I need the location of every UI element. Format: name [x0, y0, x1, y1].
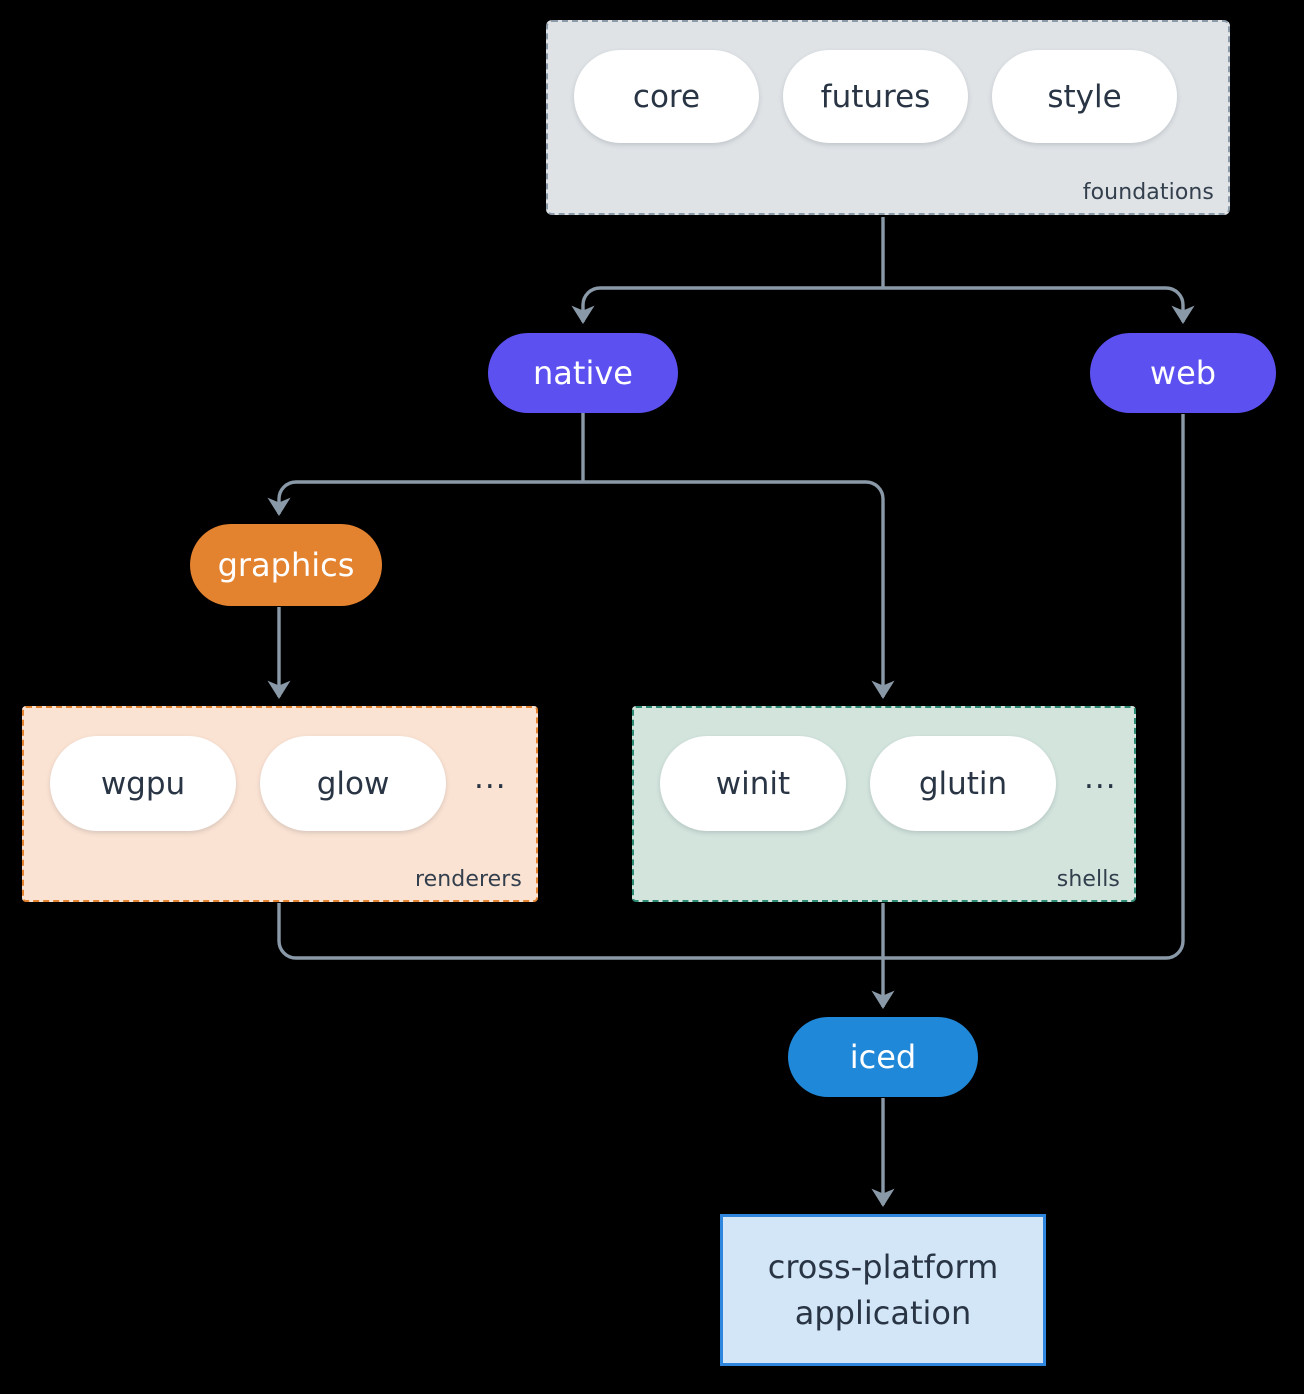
- pill-winit[interactable]: winit: [660, 736, 846, 831]
- application-label-line2: application: [794, 1294, 972, 1332]
- edge-foundations-to-web: [883, 286, 1195, 325]
- group-renderers: wgpu glow ... renderers: [22, 706, 538, 902]
- group-label-renderers: renderers: [414, 867, 522, 892]
- pill-futures[interactable]: futures: [783, 50, 968, 143]
- edge-native-to-graphics: [267, 480, 583, 517]
- renderers-items: wgpu glow ...: [50, 736, 507, 831]
- node-iced[interactable]: iced: [788, 1017, 978, 1097]
- pill-glutin[interactable]: glutin: [870, 736, 1056, 831]
- pill-core[interactable]: core: [574, 50, 759, 143]
- foundations-items: core futures style: [574, 50, 1177, 143]
- node-web[interactable]: web: [1090, 333, 1276, 413]
- pill-style[interactable]: style: [992, 50, 1177, 143]
- pill-wgpu[interactable]: wgpu: [50, 736, 236, 831]
- application-label-line1: cross-platform: [767, 1248, 999, 1286]
- pill-glow[interactable]: glow: [260, 736, 446, 831]
- node-graphics[interactable]: graphics: [190, 524, 382, 606]
- shells-items: winit glutin ...: [660, 736, 1117, 831]
- shells-more-ellipsis: ...: [1084, 759, 1117, 796]
- group-foundations: core futures style foundations: [546, 20, 1230, 215]
- edge-foundations-to-native: [571, 286, 883, 325]
- group-label-shells: shells: [1056, 867, 1120, 892]
- edge-renderers-to-iced: [277, 903, 883, 960]
- node-cross-platform-application[interactable]: cross-platform application: [720, 1214, 1046, 1366]
- group-shells: winit glutin ... shells: [632, 706, 1136, 902]
- node-native[interactable]: native: [488, 333, 678, 413]
- renderers-more-ellipsis: ...: [474, 759, 507, 796]
- group-label-foundations: foundations: [1082, 180, 1214, 205]
- edge-native-to-shells: [583, 480, 895, 700]
